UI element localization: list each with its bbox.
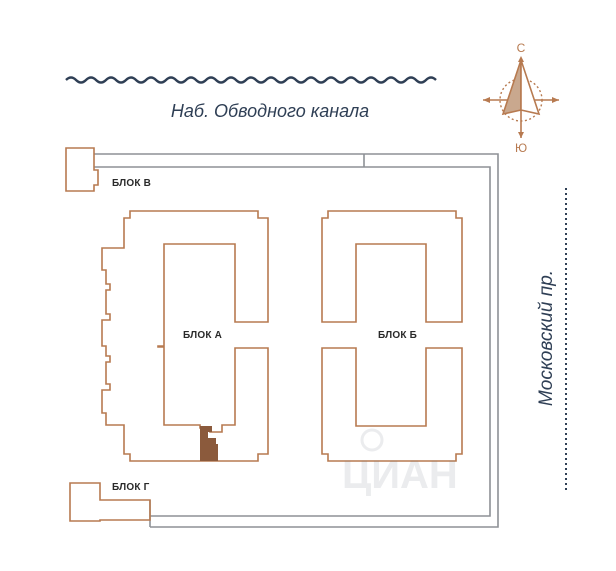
watermark: ЦИАН [342, 428, 458, 497]
compass-south-label: Ю [515, 141, 527, 155]
avenue-label: Московский пр. [536, 270, 557, 406]
block-g-label: БЛОК Г [112, 482, 150, 493]
compass-icon: С Ю [483, 41, 559, 155]
block-v-label: БЛОК В [112, 178, 151, 189]
block-a-label: БЛОК А [183, 330, 222, 341]
watermark-text: ЦИАН [342, 453, 458, 497]
wave-icon [65, 76, 437, 84]
embankment-label: Наб. Обводного канала [171, 101, 369, 121]
block-a-outline [101, 210, 269, 462]
block-b-label: БЛОК Б [378, 330, 417, 341]
block-g-outline [69, 482, 151, 522]
compass-north-label: С [517, 41, 526, 55]
block-v-outline [65, 147, 99, 192]
block-a-annex [200, 426, 218, 461]
block-b-outline [321, 210, 463, 462]
